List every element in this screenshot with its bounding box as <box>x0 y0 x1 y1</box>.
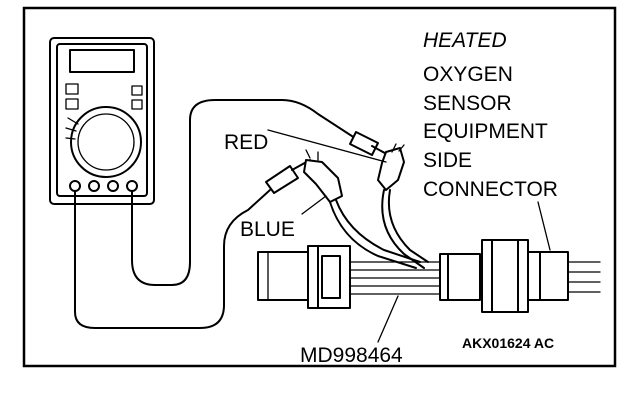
red-lead-label: RED <box>224 131 268 154</box>
blue-leader <box>301 195 327 215</box>
blue-clip-wire <box>335 199 421 263</box>
figure-frame <box>22 6 617 368</box>
figure-code-label: AKX01624 AC <box>462 335 554 351</box>
connector-title-line-6: CONNECTOR <box>423 178 558 201</box>
connector-title: HEATED OXYGEN SENSOR EQUIPMENT SIDE CONN… <box>423 29 558 201</box>
red-probe <box>349 131 405 191</box>
red-clip-wire <box>387 189 429 263</box>
harness-leader <box>377 295 399 343</box>
meter-leads <box>74 99 359 329</box>
connector-title-line-5: SIDE <box>423 149 472 172</box>
connector-title-line-2: OXYGEN <box>423 63 513 86</box>
blue-lead-label: BLUE <box>240 218 295 241</box>
connector-leader <box>537 201 551 251</box>
connector-title-line-3: SENSOR <box>423 92 512 115</box>
harness-part-label: MD998464 <box>300 344 403 367</box>
connector-title-line-4: EQUIPMENT <box>423 120 548 143</box>
red-clip-wire-2 <box>381 189 425 269</box>
multimeter-icon <box>49 37 155 205</box>
red-leader <box>267 129 387 163</box>
connector-title-line-1: HEATED <box>423 29 507 52</box>
alligator-clip-icon <box>377 147 405 191</box>
alligator-clip-icon <box>303 159 343 203</box>
test-harness <box>257 239 601 313</box>
blue-probe <box>265 149 343 203</box>
blue-clip-wire-2 <box>329 201 417 269</box>
